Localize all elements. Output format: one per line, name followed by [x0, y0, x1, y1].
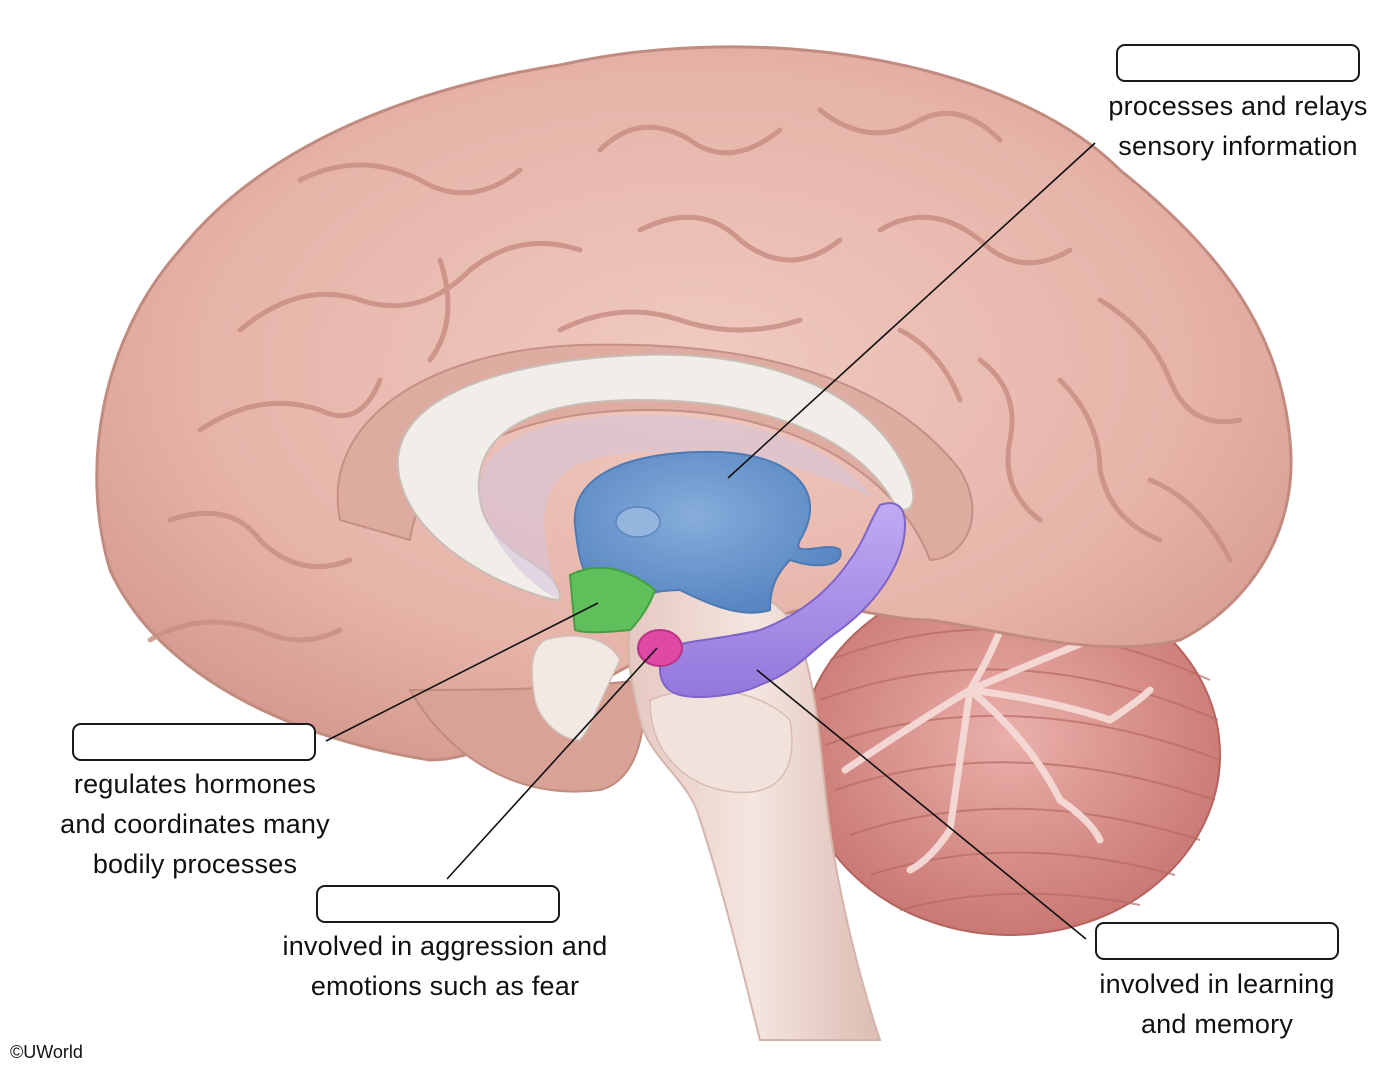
amygdala-leader-line [446, 647, 658, 880]
hypothalamus-description-line-3: bodily processes [92, 849, 298, 879]
amygdala-description-line-2: emotions such as fear [310, 971, 580, 1001]
hypothalamus-leader-line [325, 602, 599, 742]
hippocampus-answer-box[interactable] [1095, 922, 1339, 960]
brainstem [531, 582, 882, 1041]
hippocampus-description: involved in learning and memory [1067, 964, 1367, 1044]
hippocampus-description-line-1: involved in learning [1099, 969, 1335, 999]
hypothalamus-answer-box[interactable] [72, 723, 316, 761]
thalamus-answer-box[interactable] [1116, 44, 1360, 82]
thalamus-leader-line [727, 142, 1096, 479]
thalamus-description-line-1: processes and relays [1108, 91, 1368, 121]
hippocampus-leader-line [756, 669, 1087, 940]
hippocampus-description-line-2: and memory [1140, 1009, 1294, 1039]
hippocampus [659, 502, 907, 698]
cerebellum [799, 556, 1221, 936]
hypothalamus-description-line-1: regulates hormones [73, 769, 317, 799]
amygdala-description: involved in aggression and emotions such… [255, 926, 635, 1006]
hypothalamus [568, 566, 657, 634]
copyright-text: ©UWorld [10, 1042, 83, 1062]
hypothalamus-description-line-2: and coordinates many [60, 809, 330, 839]
thalamus-description-line-2: sensory information [1118, 131, 1358, 161]
amygdala-answer-box[interactable] [316, 885, 560, 923]
thalamus-description: processes and relays sensory information [1088, 86, 1388, 166]
hypothalamus-description: regulates hormones and coordinates many … [30, 764, 360, 884]
corpus-callosum [396, 353, 915, 602]
amygdala-description-line-1: involved in aggression and [282, 931, 608, 961]
